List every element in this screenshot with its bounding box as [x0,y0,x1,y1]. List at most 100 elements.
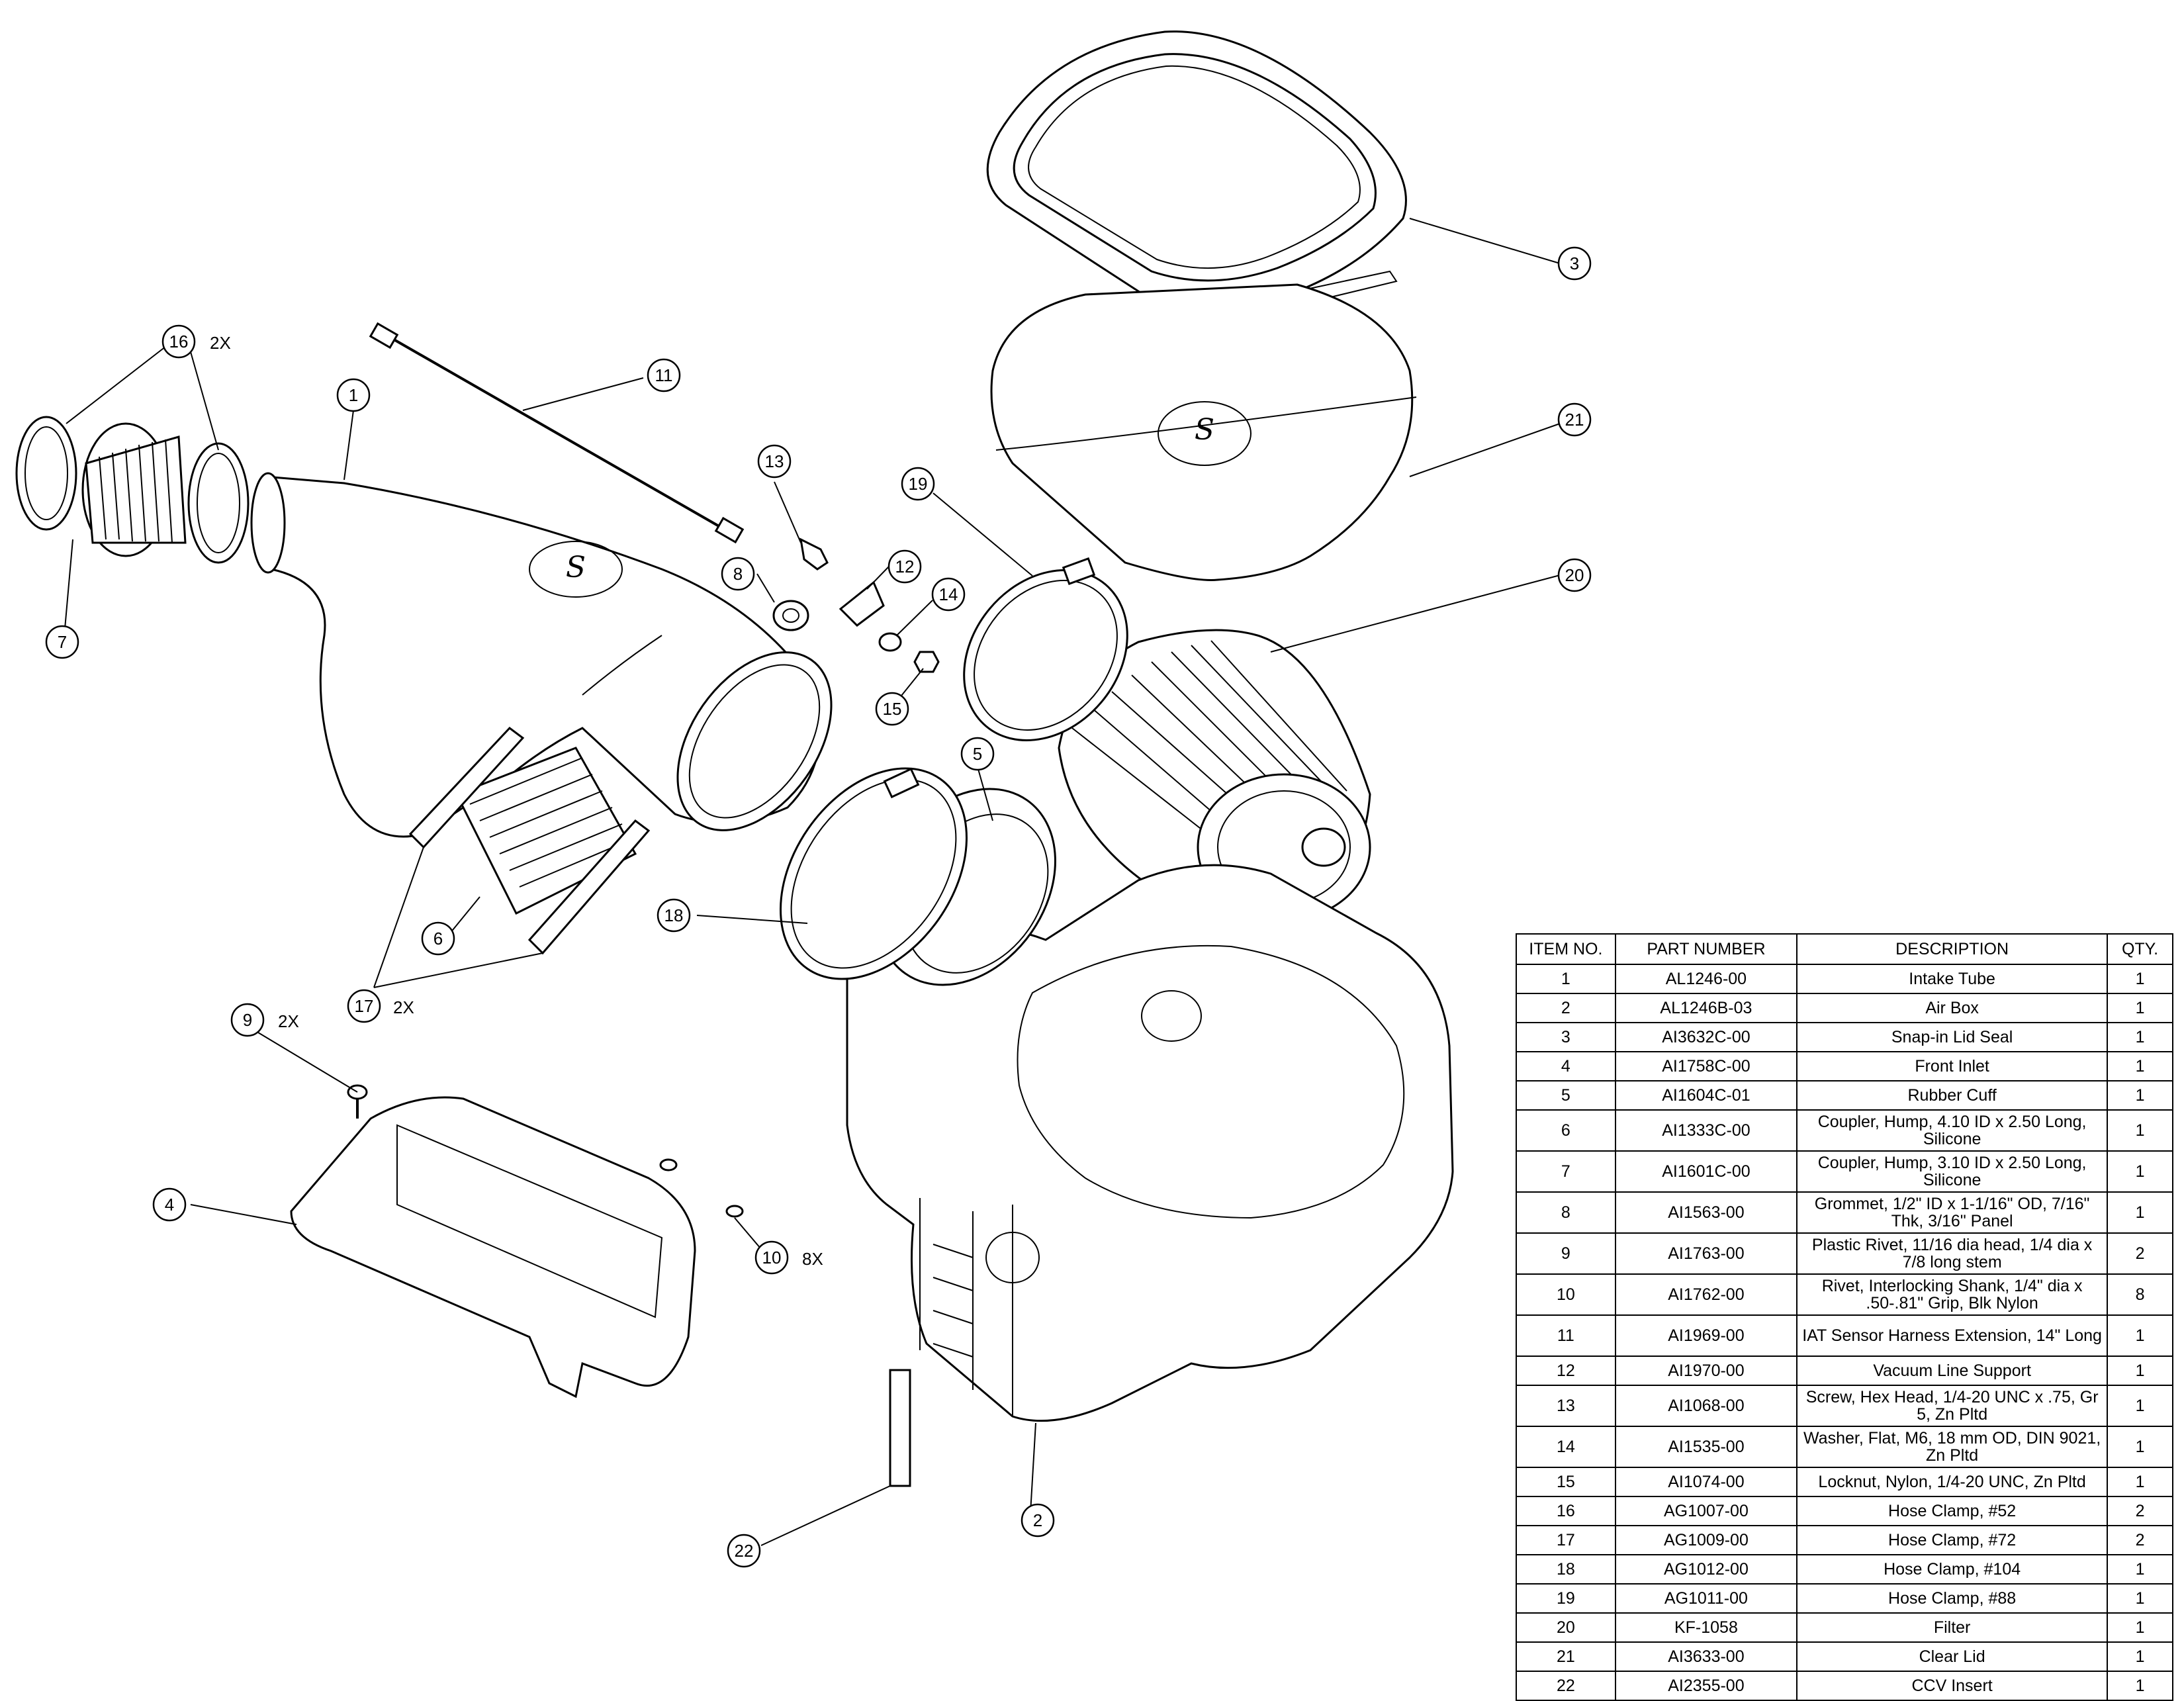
bom-cell-item: 11 [1516,1314,1616,1357]
svg-text:9: 9 [243,1010,252,1030]
bom-cell-item: 8 [1516,1191,1616,1234]
bom-cell-description: Air Box [1796,993,2109,1023]
bom-cell-part: KF-1058 [1614,1612,1798,1643]
bom-header-qty: QTY. [2107,933,2173,965]
balloon-5: 5 [960,737,995,771]
bom-cell-description: Hose Clamp, #72 [1796,1525,2109,1555]
svg-text:2: 2 [1033,1510,1042,1530]
bom-cell-item: 21 [1516,1641,1616,1672]
bom-cell-qty: 1 [2107,1080,2173,1111]
bom-cell-qty: 1 [2107,1191,2173,1234]
bom-cell-item: 18 [1516,1554,1616,1585]
bom-cell-qty: 2 [2107,1525,2173,1555]
bom-cell-part: AI3633-00 [1614,1641,1798,1672]
bom-cell-description: Hose Clamp, #104 [1796,1554,2109,1585]
bom-cell-description: Hose Clamp, #88 [1796,1583,2109,1614]
bom-cell-part: AI1535-00 [1614,1426,1798,1468]
bom-cell-item: 3 [1516,1022,1616,1052]
bom-cell-part: AI1969-00 [1614,1314,1798,1357]
part-7-coupler [81,422,187,557]
balloon-21: 21 [1557,402,1592,437]
bom-cell-item: 14 [1516,1426,1616,1468]
bom-cell-item: 10 [1516,1273,1616,1316]
balloon-8: 8 [721,557,755,591]
part-21-clear-lid: S [990,283,1417,581]
bom-cell-part: AG1009-00 [1614,1525,1798,1555]
svg-text:11: 11 [655,365,673,385]
bom-cell-qty: 1 [2107,964,2173,994]
bom-cell-part: AI1762-00 [1614,1273,1798,1316]
bom-cell-item: 4 [1516,1051,1616,1081]
balloon-22: 22 [727,1534,761,1568]
bom-cell-description: Washer, Flat, M6, 18 mm OD, DIN 9021, Zn… [1796,1426,2109,1468]
svg-text:21: 21 [1565,410,1584,430]
washer-14 [878,632,902,652]
bom-cell-qty: 1 [2107,1051,2173,1081]
bom-cell-part: AG1012-00 [1614,1554,1798,1585]
balloon-2: 2 [1021,1503,1055,1538]
parts-rivets [347,1084,744,1218]
bom-header-item: ITEM NO. [1516,933,1616,965]
callout-balloons: 1 2 3 4 5 6 7 8 9 10 11 12 13 14 15 16 1… [45,246,1592,1568]
svg-text:5: 5 [973,744,982,764]
balloon-19: 19 [901,467,935,501]
locknut-15 [913,651,940,673]
svg-text:S: S [1195,413,1214,447]
bom-cell-part: AG1007-00 [1614,1496,1798,1526]
quantity-notes: 2X 2X 2X 8X [210,333,823,1269]
bom-cell-qty: 1 [2107,1671,2173,1701]
bom-cell-description: Clear Lid [1796,1641,2109,1672]
part-11-iat-harness [369,322,745,544]
part-2-air-box [846,864,1454,1422]
bom-cell-description: Locknut, Nylon, 1/4-20 UNC, Zn Pltd [1796,1467,2109,1497]
bom-cell-part: AI1074-00 [1614,1467,1798,1497]
balloon-6: 6 [421,921,455,956]
svg-text:22: 22 [735,1541,754,1561]
bom-cell-qty: 1 [2107,1150,2173,1193]
bom-cell-part: AI1333C-00 [1614,1109,1798,1152]
balloon-10: 10 [754,1240,789,1275]
svg-text:15: 15 [883,699,902,719]
svg-text:7: 7 [58,632,67,652]
bom-cell-qty: 1 [2107,1314,2173,1357]
part-1-intake-tube: S [250,472,833,838]
qty-note-17: 2X [393,997,414,1017]
bom-header-part: PART NUMBER [1614,933,1798,965]
balloon-13: 13 [757,444,792,479]
part-3-lid-seal [986,30,1407,328]
bom-cell-item: 1 [1516,964,1616,994]
bom-cell-item: 19 [1516,1583,1616,1614]
bom-cell-item: 15 [1516,1467,1616,1497]
bom-cell-description: Coupler, Hump, 4.10 ID x 2.50 Long, Sili… [1796,1109,2109,1152]
bom-cell-description: Snap-in Lid Seal [1796,1022,2109,1052]
bom-cell-description: Rivet, Interlocking Shank, 1/4" dia x .5… [1796,1273,2109,1316]
bom-cell-item: 9 [1516,1232,1616,1275]
bom-cell-qty: 1 [2107,1022,2173,1052]
svg-text:14: 14 [939,584,958,604]
bom-cell-qty: 1 [2107,1583,2173,1614]
svg-text:17: 17 [355,996,374,1016]
bom-cell-description: Screw, Hex Head, 1/4-20 UNC x .75, Gr 5,… [1796,1385,2109,1427]
part-17-hose-clamps [408,726,651,955]
balloon-18: 18 [657,898,691,933]
bom-cell-part: AI3632C-00 [1614,1022,1798,1052]
bom-cell-part: AI1763-00 [1614,1232,1798,1275]
svg-text:8: 8 [733,564,743,584]
balloon-9: 9 [230,1003,265,1037]
qty-note-9: 2X [278,1011,299,1031]
svg-text:18: 18 [664,905,684,925]
balloon-17: 17 [347,989,381,1023]
bom-cell-item: 12 [1516,1356,1616,1386]
